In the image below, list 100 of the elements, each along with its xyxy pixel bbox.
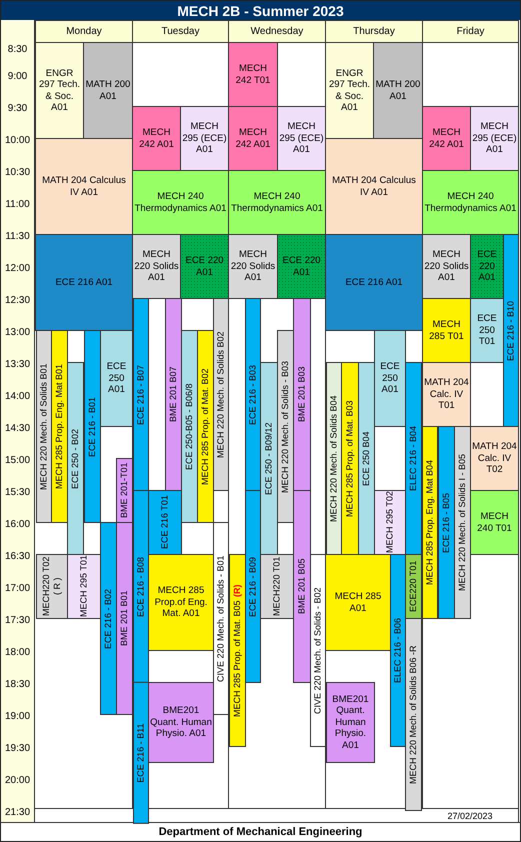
class-block: ENGR 297 Tech. & Soc. A01 <box>325 42 374 139</box>
class-block: MATH 204 Calc. IV T01 <box>422 362 471 427</box>
class-block: ECE 216 A01 <box>35 234 133 331</box>
class-block: MECH 285 Prop.of Eng. Mat. A01 <box>148 554 214 651</box>
class-block: MECH 295 (ECE) A01 <box>277 106 326 171</box>
class-block: BME201 Quant. Human Physio. A01 <box>326 682 375 763</box>
class-block: ECE 220 A01 <box>180 234 229 299</box>
class-block: CIVE 220 Mech. of Solids - B01 <box>213 522 229 715</box>
class-block: MECH 242 A01 <box>228 106 278 171</box>
time-label: 18:00 <box>4 647 32 659</box>
class-block: MECH 295 T02 <box>374 490 406 555</box>
class-block: MATH 204 Calculus IV A01 <box>325 138 423 235</box>
time-label: 8:30 <box>6 44 28 56</box>
class-block: BME 201 B01 <box>116 522 133 715</box>
time-label: 16:30 <box>4 551 32 563</box>
class-block: ECE220 T01 <box>405 554 422 619</box>
time-label: 13:00 <box>4 327 32 339</box>
class-block: MATH 200 A01 <box>373 42 423 139</box>
class-block: MECH 242 A01 <box>422 106 471 171</box>
class-block: ECE 216 T01 <box>148 490 182 555</box>
time-label: 21:30 <box>4 807 32 819</box>
class-block: ECE 216 - B05 <box>438 426 455 619</box>
class-block: ECE 250 T01 <box>470 298 504 363</box>
class-block: ECE 220 A01 <box>277 234 326 299</box>
class-block: BME 201-T01 <box>116 458 133 523</box>
class-block: ECE 216 - B09 <box>245 490 261 683</box>
title-bar: MECH 2B - Summer 2023 <box>1 1 520 20</box>
class-block: MECH 220 Solids A01 <box>422 234 471 299</box>
class-block: MECH 240 T01 <box>470 490 519 555</box>
class-block: MECH 295 (ECE) A01 <box>470 106 519 171</box>
class-block: MECH 220 Mech. of Solids I - B05 <box>454 426 471 619</box>
class-block: MECH 285 Prop. of Mat. B02 <box>197 330 214 523</box>
class-block: MECH 242 T01 <box>228 42 278 107</box>
time-label: 13:30 <box>4 359 32 371</box>
class-block: MECH 285 Prop. of Mat. B03 <box>341 362 359 555</box>
time-label: 14:30 <box>4 423 32 435</box>
time-label: 9:00 <box>6 71 28 83</box>
class-block: MECH 295 T01 <box>67 554 101 619</box>
time-label: 10:30 <box>4 167 32 179</box>
class-block: MECH220 T01 <box>260 554 294 619</box>
class-block: BME 201 B07 <box>165 298 182 491</box>
class-block: ECE 250 A01 <box>374 330 406 427</box>
time-label: 17:30 <box>4 615 32 627</box>
class-block: ECE 250 - B09/12 <box>260 362 278 555</box>
class-block: ECE 250 - B02 <box>67 362 84 555</box>
class-block: MECH 220 Mech. of Solids B04 <box>326 362 342 555</box>
day-header: Monday <box>35 20 133 43</box>
class-block: BME 201 B05 <box>293 490 311 683</box>
class-block: ECE 250 B04 <box>358 362 375 555</box>
time-label: 15:00 <box>4 455 32 467</box>
class-block: ECE 216 - B01 <box>84 330 101 523</box>
class-block: ENGR 297 Tech. & Soc. A01 <box>35 42 84 139</box>
class-block: ECE 216 - B10 <box>503 234 519 427</box>
time-label: 9:30 <box>6 103 28 115</box>
day-header: Friday <box>422 20 519 43</box>
class-block: MECH 220 Solids A01 <box>132 234 181 299</box>
class-block: MECH 295 (ECE) A01 <box>180 106 229 171</box>
class-block: MATH 200 A01 <box>83 42 133 139</box>
class-block: MECH 240 Thermodynamics A01 <box>132 170 229 235</box>
class-block: MECH 220 Mech. of Solids B01 <box>36 330 52 523</box>
class-block: BME201 Quant. Human Physio. A01 <box>148 682 214 763</box>
time-label: 20:00 <box>4 775 32 787</box>
class-block: MECH 220 Solids A01 <box>228 234 278 299</box>
time-label: 19:30 <box>4 743 32 755</box>
date-label: 27/02/2023 <box>446 810 494 822</box>
class-block: BME 201 B03 <box>293 298 311 491</box>
time-label: 10:00 <box>4 135 32 147</box>
class-block: CIVE 220 Mech. of Solids - B02 <box>310 554 326 747</box>
class-block: MECH 240 Thermodynamics A01 <box>422 170 519 235</box>
class-block: MECH 220 Mech. of Solids B02 <box>213 298 229 491</box>
footer-text: Department of Mechanical Engineering <box>158 824 364 840</box>
day-header: Tuesday <box>132 20 229 43</box>
class-block: MATH 204 Calculus IV A01 <box>35 138 133 235</box>
class-block: ECE 216 - B08 <box>133 490 149 683</box>
class-block: ECE 250-B05 - B06/8 <box>181 330 198 523</box>
class-block: ECE 216 - B03 <box>245 298 261 491</box>
class-block: MECH 220 Mech. of Solids B06 -R <box>405 618 422 811</box>
class-block: MECH220 T02 ( R ) <box>36 554 68 619</box>
time-label: 15:30 <box>4 487 32 499</box>
time-label: 11:30 <box>4 231 31 243</box>
time-label: 12:00 <box>4 263 32 275</box>
class-block: ECE 250 A01 <box>100 330 133 427</box>
class-block: MECH 285 Prop. Eng. Mat B04 <box>422 426 438 619</box>
class-block: ECE 216 - B07 <box>133 298 149 491</box>
time-label: 17:00 <box>4 583 32 595</box>
class-block: MECH 285 T01 <box>422 298 471 363</box>
class-block: MECH 242 A01 <box>132 106 181 171</box>
time-label: 19:00 <box>4 711 32 723</box>
time-label: 14:00 <box>4 391 32 403</box>
class-block: MECH 240 Thermodynamics A01 <box>228 170 326 235</box>
day-header: Wednesday <box>228 20 326 43</box>
class-block: ELEC 216 - B04 <box>405 362 422 555</box>
time-label: 18:30 <box>4 679 32 691</box>
class-block: ECE 216 - B11 <box>133 682 149 824</box>
time-label: 11:00 <box>4 199 31 211</box>
time-label: 16:00 <box>4 519 32 531</box>
class-block: ECE 220 A01 <box>470 234 504 299</box>
class-block: ECE 216 A01 <box>325 234 423 331</box>
class-block: MECH 220 Mech. of Solids - B03 <box>277 330 294 523</box>
day-header: Thursday <box>325 20 423 43</box>
